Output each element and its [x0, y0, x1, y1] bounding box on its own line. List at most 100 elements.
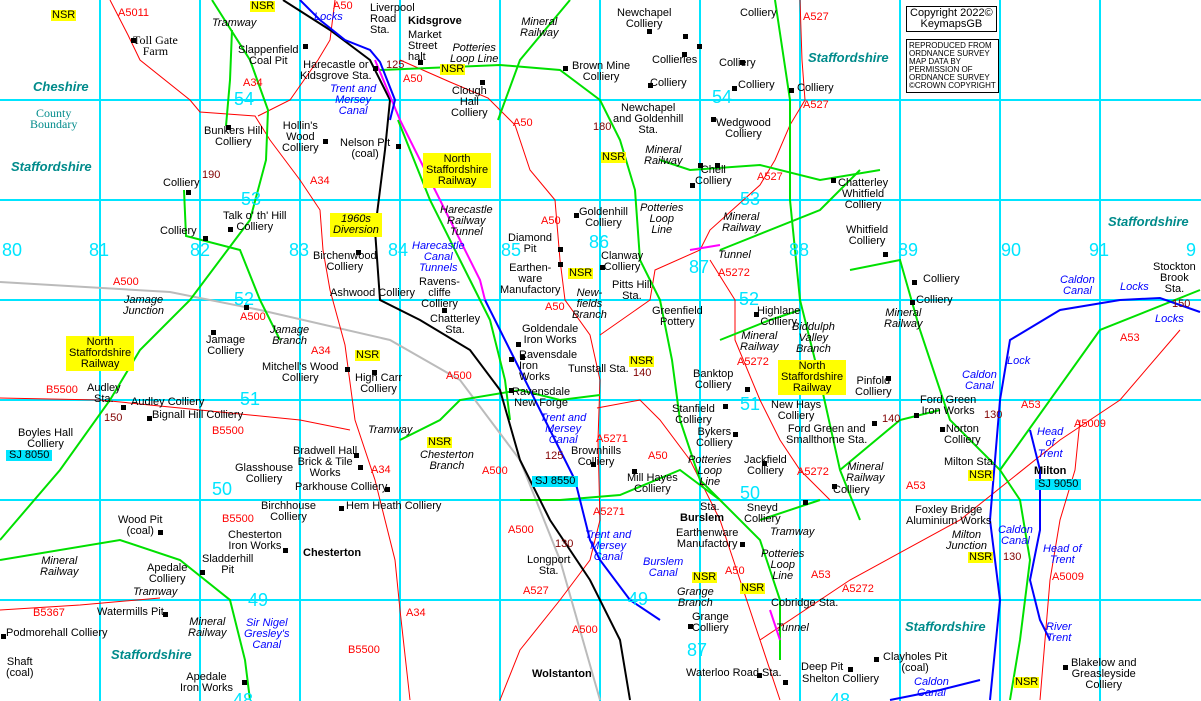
grid-number: 52	[234, 289, 255, 309]
road-label: A53	[1120, 332, 1140, 344]
place-label: Grange Colliery	[692, 611, 729, 634]
place-label: Norton Colliery	[944, 423, 981, 446]
county-label: Staffordshire	[111, 647, 192, 662]
place-label: Podmorehall Colliery	[6, 627, 108, 639]
road-label: A50	[545, 301, 565, 313]
railway-line-label: Tunnel	[776, 622, 809, 634]
place-label: Pinfold Colliery	[855, 375, 892, 398]
height-label: 125	[386, 59, 405, 71]
place-label: Ford Green and Smallthorne Sta.	[786, 423, 868, 446]
grid-number: 80	[2, 240, 23, 260]
colliery-marker-icon	[563, 66, 568, 71]
place-label: Waterloo Road Sta.	[686, 667, 782, 679]
place-label: Newchapel and Goldenhill Sta.	[613, 102, 684, 136]
canal-label: Burslem Canal	[643, 556, 684, 579]
road-label: A500	[482, 465, 508, 477]
colliery-marker-icon	[1, 634, 6, 639]
town-label: Milton	[1034, 465, 1067, 477]
road-label: A53	[906, 480, 926, 492]
colliery-marker-icon	[711, 117, 716, 122]
railway-line-label: Mineral Railway	[188, 616, 227, 639]
height-label: 150	[104, 412, 123, 424]
place-label: Blakelow and Greasleyside Colliery	[1071, 657, 1137, 691]
colliery-marker-icon	[910, 300, 915, 305]
place-label: Diamond Pit	[508, 232, 553, 255]
road-label: A5011	[118, 7, 149, 19]
road-label: A500	[113, 276, 139, 288]
town-label: Burslem	[680, 512, 725, 524]
canal-label: Head of Trent	[1037, 426, 1064, 460]
grid-number: 87	[689, 257, 710, 277]
colliery-marker-icon	[740, 60, 745, 65]
place-label: Pitts Hill Sta.	[612, 279, 652, 302]
place-label: Sta.	[700, 501, 720, 513]
grid-number: 53	[740, 189, 761, 209]
canal-label: Sir Nigel Gresley's Canal	[244, 617, 290, 651]
colliery-marker-icon	[698, 163, 703, 168]
railway-line-label: Biddulph Valley Branch	[792, 321, 835, 355]
grid-reference-badge: SJ 8050	[6, 450, 53, 461]
colliery-marker-icon	[147, 416, 152, 421]
colliery-marker-icon	[732, 86, 737, 91]
colliery-marker-icon	[558, 247, 563, 252]
grid-number: 87	[687, 640, 708, 660]
canal-label: River Trent	[1046, 621, 1072, 644]
place-label: Colliery	[797, 82, 834, 94]
road-label: A50	[725, 565, 745, 577]
place-label: Colliery	[163, 177, 200, 189]
grid-number: 51	[740, 394, 761, 414]
colliery-marker-icon	[848, 667, 853, 672]
railway-line-label: Mineral Railway	[644, 144, 683, 167]
grid-number: 52	[739, 289, 760, 309]
place-label: Ford Green Iron Works	[920, 394, 977, 417]
railway-line-label: Potteries Loop Line	[761, 548, 805, 582]
grid-number: 81	[89, 240, 110, 260]
place-label: Watermills Pit	[97, 606, 164, 618]
grid-number: 88	[789, 240, 810, 260]
county-label: Staffordshire	[1108, 214, 1189, 229]
copyright-notice: Copyright 2022© KeymapsGB	[906, 6, 997, 32]
railway-line-label: Potteries Loop Line	[640, 202, 684, 236]
colliery-marker-icon	[203, 236, 208, 241]
colliery-marker-icon	[520, 355, 525, 360]
place-label: Banktop Colliery	[693, 368, 734, 391]
place-label: Collieries	[652, 54, 698, 66]
canal-label: Locks	[1120, 281, 1149, 293]
road-label: A500	[446, 370, 472, 382]
place-label: Audley Sta.	[87, 382, 121, 405]
road-label: A5272	[737, 356, 769, 368]
colliery-marker-icon	[762, 461, 767, 466]
grid-number: 54	[712, 87, 733, 107]
place-label: Clough Hall Colliery	[451, 85, 488, 119]
colliery-marker-icon	[688, 624, 693, 629]
railway-line-label: Harecastle Railway Tunnel	[440, 204, 493, 238]
colliery-marker-icon	[283, 548, 288, 553]
road-label: B5367	[33, 607, 65, 619]
place-label: Bradwell Hall Brick & Tile Works	[293, 445, 358, 479]
colliery-marker-icon	[574, 213, 579, 218]
colliery-marker-icon	[323, 139, 328, 144]
place-label: Earthenware Manufactory	[676, 527, 739, 550]
height-label: 130	[1003, 551, 1022, 563]
colliery-marker-icon	[740, 542, 745, 547]
place-label: Goldendale Iron Works	[522, 323, 579, 346]
place-label: Clanway Colliery	[601, 250, 644, 273]
colliery-marker-icon	[647, 29, 652, 34]
canal-label: Caldon Canal	[914, 676, 949, 699]
place-label: Tunstall Sta.	[568, 363, 629, 375]
county-boundary-label: County Boundary	[30, 106, 78, 131]
road-label: A5272	[797, 466, 829, 478]
road-label: A50	[513, 117, 533, 129]
place-label: Clayholes Pit (coal)	[883, 651, 948, 674]
place-label: Colliery	[833, 484, 870, 496]
grid-reference-badge: SJ 8550	[532, 476, 579, 487]
grid-number: 90	[1001, 240, 1022, 260]
grid-number: 85	[501, 240, 522, 260]
canal-label: Harecastle Canal Tunnels	[412, 240, 465, 274]
height-label: 180	[593, 121, 612, 133]
grid-number: 48	[233, 690, 254, 701]
height-label: 140	[633, 367, 652, 379]
railway-line-label: Potteries Loop Line	[450, 42, 499, 65]
place-label: Stanfield Colliery	[672, 403, 715, 426]
